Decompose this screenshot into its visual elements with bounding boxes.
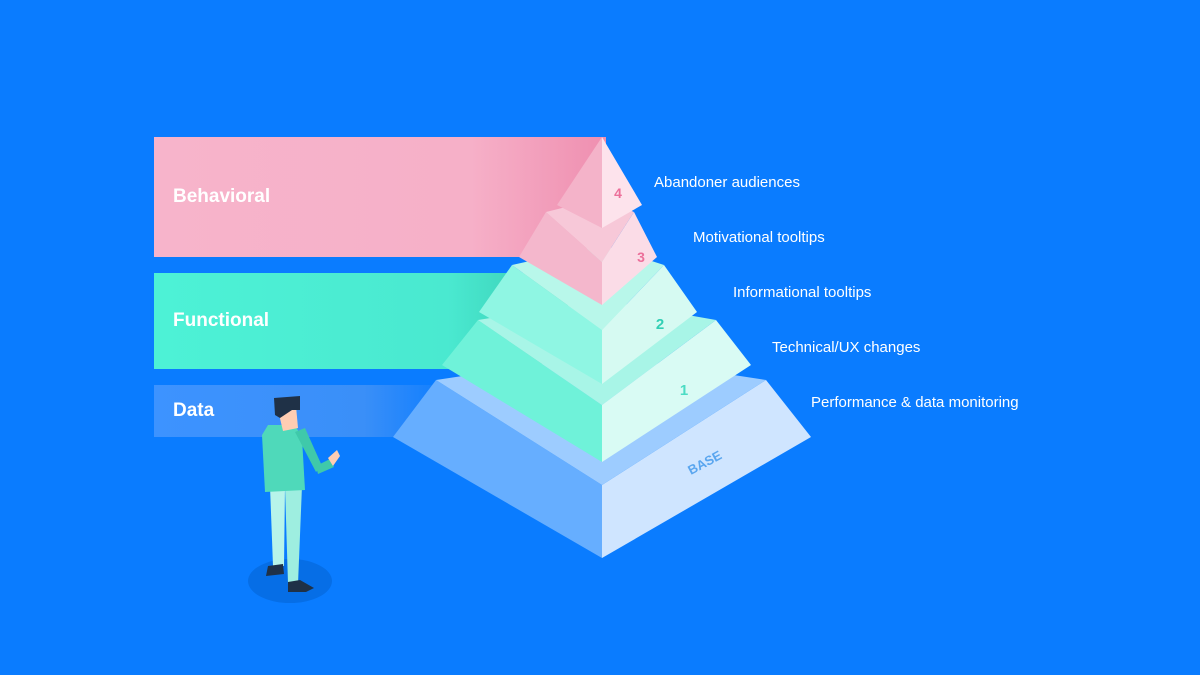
tier-3-label: Motivational tooltips	[693, 229, 825, 246]
band-behavioral-label: Behavioral	[173, 186, 271, 207]
tier-2-number: 2	[656, 316, 664, 333]
tier-base-text: Performance & data monitoring	[811, 394, 1019, 411]
band-behavioral: Behavioral	[154, 137, 606, 257]
tier-1-number: 1	[680, 382, 688, 399]
tier-2-label: Informational tooltips	[733, 284, 872, 301]
tier-4-number: 4	[614, 185, 622, 201]
tier-4-label: Abandoner audiences	[654, 174, 800, 191]
pyramid-tier-3	[519, 198, 657, 305]
band-data-label: Data	[173, 400, 215, 421]
pyramid-tier-4	[557, 137, 642, 228]
tier-3-number: 3	[637, 249, 645, 265]
person-illustration	[248, 396, 340, 603]
tier-1-label: Technical/UX changes	[772, 339, 921, 356]
band-functional-label: Functional	[173, 310, 270, 331]
